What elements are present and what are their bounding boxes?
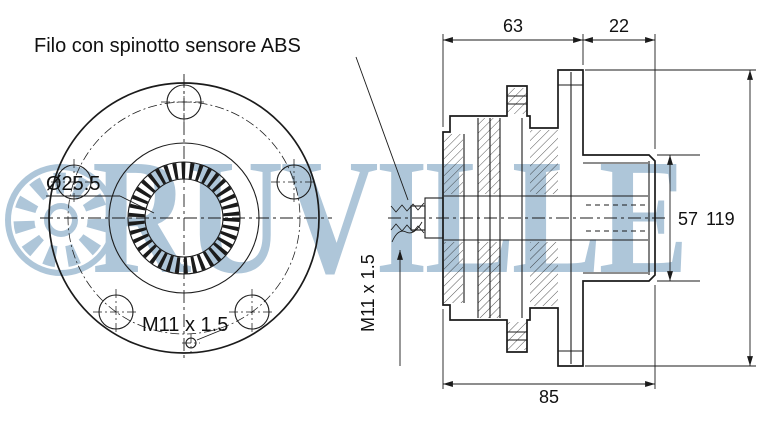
abs-sensor bbox=[390, 197, 444, 243]
bore-circle bbox=[144, 178, 224, 258]
dim-119: 119 bbox=[706, 209, 735, 229]
hub-ring-circle bbox=[108, 142, 260, 294]
internal-lines bbox=[444, 72, 650, 364]
sensor-wire bbox=[390, 202, 425, 213]
dim-22: 22 bbox=[609, 16, 629, 36]
abs-note-label: Filo con spinotto sensore ABS bbox=[34, 35, 301, 57]
stud-hole bbox=[182, 334, 200, 352]
front-thread-leader bbox=[196, 328, 225, 341]
abs-leader-line bbox=[355, 56, 409, 201]
dim-63: 63 bbox=[503, 16, 523, 36]
brand-watermark: RUVILLE bbox=[5, 125, 689, 308]
front-view: Ø25.5 M11 x 1.5 bbox=[40, 74, 332, 362]
dim-57: 57 bbox=[678, 209, 698, 229]
bearing-outline bbox=[442, 69, 656, 367]
dim-85: 85 bbox=[539, 387, 559, 407]
section-hatching bbox=[444, 88, 558, 350]
side-thread-label: M11 x 1.5 bbox=[358, 254, 378, 332]
dimensions: 63 22 57 119 85 M11 x 1.5 Filo con spino… bbox=[34, 16, 756, 407]
side-view bbox=[388, 69, 668, 367]
sensor-wire bbox=[391, 221, 423, 243]
spline-outer-circle bbox=[127, 161, 241, 275]
front-thread-label: M11 x 1.5 bbox=[142, 314, 228, 336]
watermark-text: RUVILLE bbox=[92, 125, 686, 308]
bore-leader-line bbox=[119, 195, 155, 214]
sensor-wire bbox=[390, 223, 425, 234]
spline-teeth bbox=[128, 162, 240, 274]
bolt-holes bbox=[51, 79, 317, 335]
bore-diameter-label: Ø25.5 bbox=[46, 173, 100, 195]
